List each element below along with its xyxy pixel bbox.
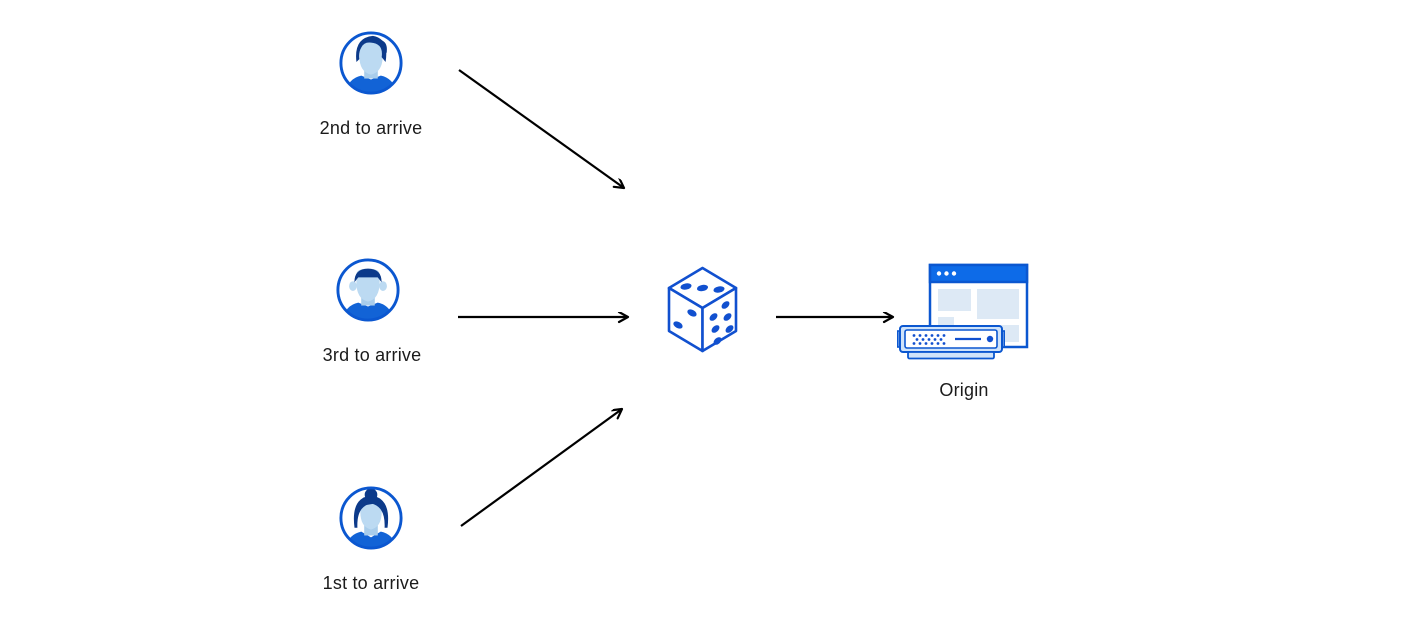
female-avatar-bun-icon — [339, 486, 403, 550]
node-random-selector — [665, 265, 740, 355]
male-avatar-swept-hair-icon — [339, 31, 403, 95]
dice-icon — [667, 266, 738, 353]
node-second-visitor: 2nd to arrive — [320, 30, 422, 138]
node-label-first-visitor: 1st to arrive — [322, 573, 420, 593]
arrow-first-to-dice — [460, 409, 622, 527]
node-third-visitor: 3rd to arrive — [323, 257, 421, 365]
node-label-second-visitor: 2nd to arrive — [319, 118, 423, 138]
node-origin: Origin — [897, 260, 1032, 400]
node-label-third-visitor: 3rd to arrive — [322, 345, 422, 365]
node-label-origin: Origin — [939, 380, 989, 400]
node-first-visitor: 1st to arrive — [323, 485, 419, 593]
arrow-second-to-dice — [458, 69, 624, 188]
server-browser-icon — [897, 263, 1029, 360]
male-avatar-flat-hair-icon — [336, 258, 400, 322]
